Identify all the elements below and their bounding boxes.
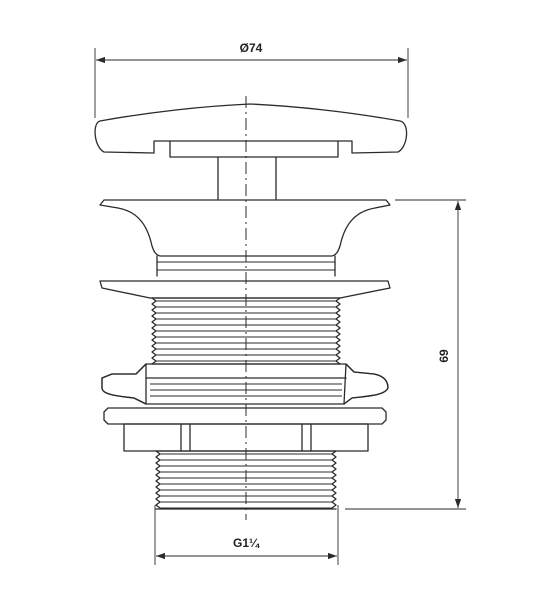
diameter-dimension: Ø74 [94, 41, 409, 118]
height-dimension: 69 [345, 199, 466, 510]
stem [217, 156, 277, 200]
lower-washer [103, 407, 387, 425]
upper-washer [99, 280, 391, 299]
thread-label: G1¼ [233, 536, 260, 550]
thread-dimension: G1¼ [154, 505, 339, 565]
cap [94, 103, 408, 158]
diameter-label: Ø74 [240, 41, 263, 55]
locking-nut [101, 363, 389, 405]
flange [99, 199, 391, 277]
height-label: 69 [437, 349, 451, 363]
